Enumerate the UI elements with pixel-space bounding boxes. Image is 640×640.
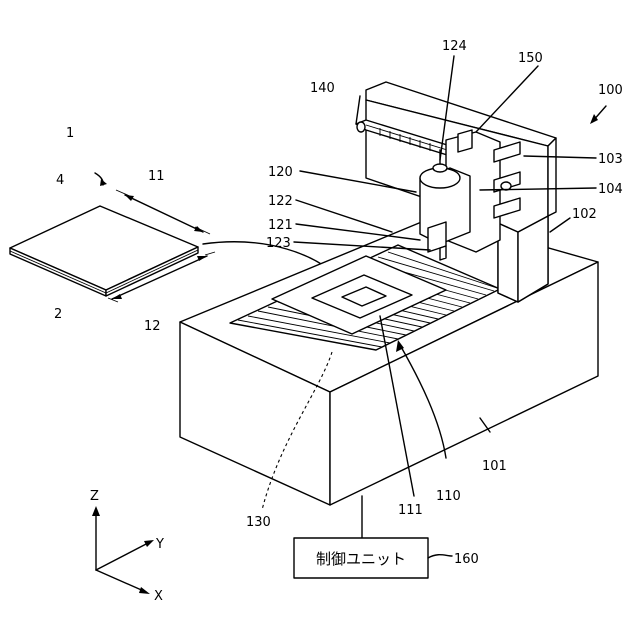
leader-122 [296, 200, 392, 232]
leader-160 [428, 555, 452, 558]
workpiece-plate [10, 206, 198, 296]
axis-z-label: Z [90, 489, 99, 504]
label-160: 160 [454, 552, 479, 567]
label-103: 103 [598, 152, 623, 167]
leader-102 [550, 218, 570, 232]
label-111: 111 [398, 503, 423, 518]
label-11: 11 [148, 169, 165, 184]
label-2: 2 [54, 307, 62, 322]
label-101: 101 [482, 459, 507, 474]
label-122: 122 [268, 194, 293, 209]
axes [92, 506, 154, 594]
label-102: 102 [572, 207, 597, 222]
label-120: 120 [268, 165, 293, 180]
label-100: 100 [598, 83, 623, 98]
label-121: 121 [268, 218, 293, 233]
label-150: 150 [518, 51, 543, 66]
leader-140 [356, 96, 360, 124]
label-140: 140 [310, 81, 335, 96]
label-110: 110 [436, 489, 461, 504]
label-4: 4 [56, 173, 64, 188]
label-123: 123 [266, 236, 291, 251]
label-124: 124 [442, 39, 467, 54]
label-12: 12 [144, 319, 161, 334]
label-130: 130 [246, 515, 271, 530]
axis-x-label: X [154, 589, 163, 604]
controller-label: 制御ユニット [316, 550, 406, 568]
axis-y-label: Y [155, 537, 164, 552]
label-104: 104 [598, 182, 623, 197]
label-1: 1 [66, 126, 74, 141]
